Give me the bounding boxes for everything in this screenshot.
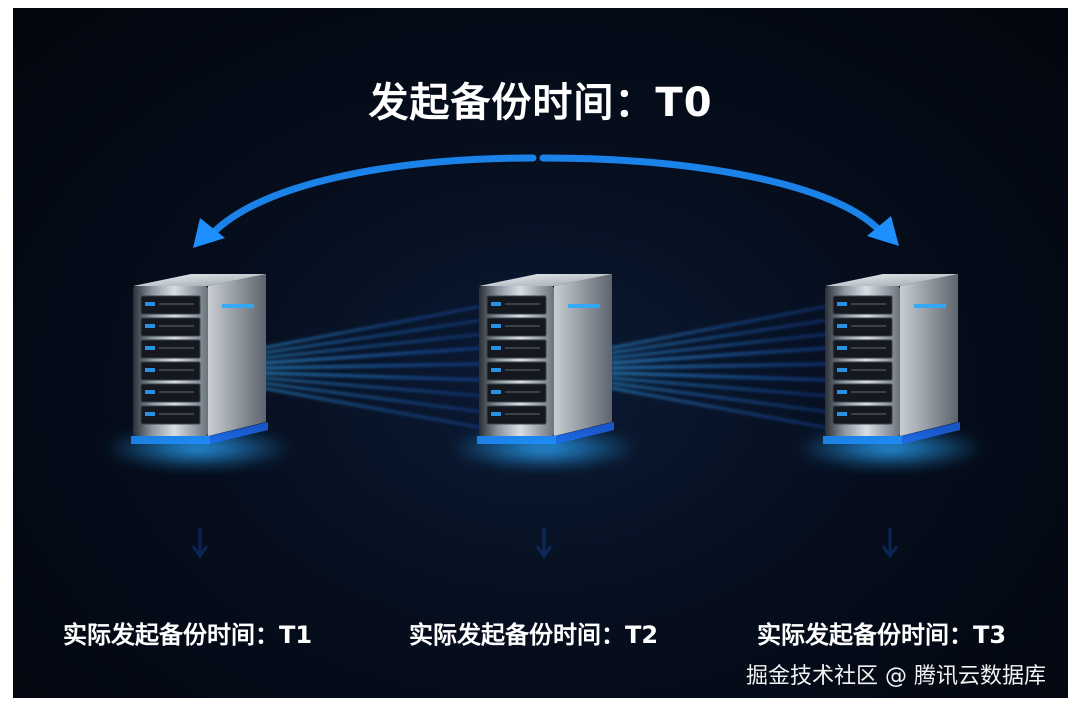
node-label-t2: 实际发起备份时间：T2 [409, 621, 659, 649]
data-beams-right [610, 305, 829, 429]
diagram-title: 发起备份时间：T0 [368, 80, 713, 126]
server-t2-icon [449, 274, 639, 470]
server-t3-icon [795, 274, 985, 470]
diagram-graphics [103, 154, 985, 559]
reflection-arrows [191, 528, 899, 559]
data-beams-left [262, 305, 484, 429]
server-t1-icon [103, 274, 293, 470]
diagram-canvas: 发起备份时间：T0 实际发起备份时间：T1 实际发起备份时间：T2 实际发起备份… [13, 8, 1068, 698]
watermark: 掘金技术社区 @ 腾讯云数据库 [746, 664, 1046, 689]
node-label-t3: 实际发起备份时间：T3 [757, 621, 1007, 649]
node-label-t1: 实际发起备份时间：T1 [63, 621, 313, 649]
arrow-to-right-server [539, 154, 899, 246]
arrow-to-left-server [193, 154, 537, 248]
